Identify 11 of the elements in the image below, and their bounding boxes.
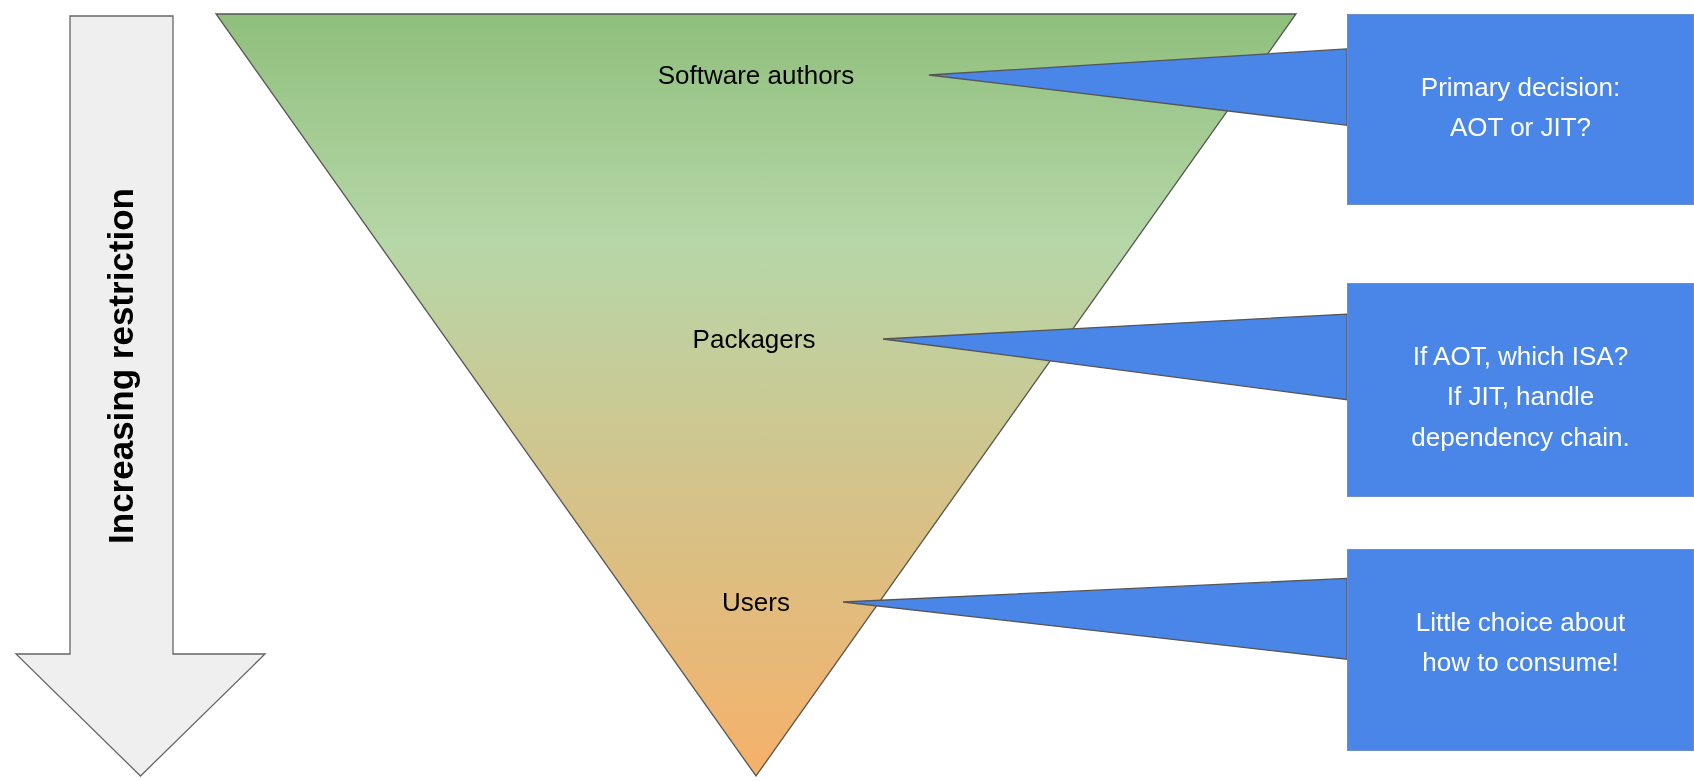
callout-pointer — [842, 577, 1348, 660]
tier-label: Users — [722, 586, 790, 618]
callout-pointer — [882, 313, 1348, 401]
callout-box: Little choice about how to consume! — [1347, 549, 1694, 751]
tier-label: Packagers — [692, 323, 816, 355]
callout-pointer — [928, 48, 1348, 126]
callout-box: If AOT, which ISA? If JIT, handle dependency chain. — [1347, 283, 1694, 497]
arrow-label: Increasing restriction — [101, 188, 141, 544]
callout-box: Primary decision: AOT or JIT? — [1347, 14, 1694, 205]
tier-label: Software authors — [657, 59, 855, 91]
inverted-triangle — [216, 14, 1296, 776]
